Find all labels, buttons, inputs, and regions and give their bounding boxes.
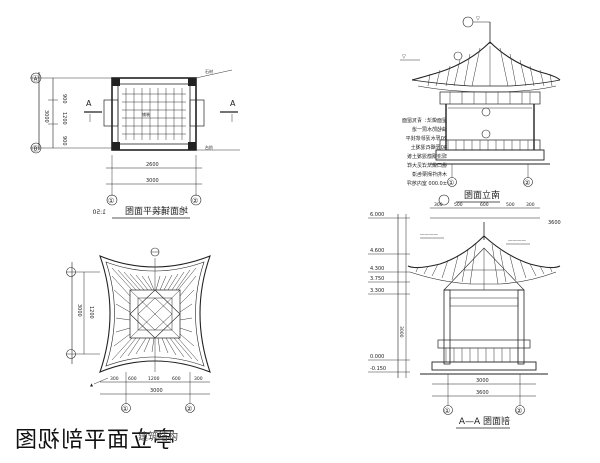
- section-mark-right: A: [230, 99, 236, 108]
- grid-bubble: [443, 405, 453, 415]
- section-top-dim: 500: [454, 202, 463, 208]
- level-label: 3.750: [370, 276, 384, 282]
- svg-text:————: ————: [508, 239, 527, 244]
- roof-grid-label: ②: [186, 405, 192, 413]
- section-grid-label: ①: [444, 407, 450, 415]
- plan-side-dim: 1200: [61, 112, 67, 125]
- section-overall-top: 3600: [548, 220, 561, 226]
- svg-text:▽: ▽: [476, 16, 480, 22]
- svg-text:3000: 3000: [398, 326, 404, 338]
- level-markers: 6.000 4.600 4.300 3.750 3.300 0.000 -0.1…: [368, 212, 410, 373]
- grid-bubble: [30, 142, 42, 154]
- grid-bubble: [66, 267, 76, 277]
- level-label: 4.300: [370, 266, 384, 272]
- plan-view-title: 地面铺装平面图: [125, 205, 188, 217]
- grid-bubble: [523, 177, 533, 187]
- plan-grid-label: Ⓐ: [32, 75, 39, 83]
- section-overall-dim: 3600: [476, 390, 489, 396]
- grid-bubble: [121, 403, 131, 413]
- svg-text:台阶: 台阶: [205, 144, 213, 150]
- watermark: 建筑结构: [138, 432, 178, 443]
- note-line: 20厚水泥砂浆找平: [406, 135, 447, 142]
- grid-bubble: [66, 349, 76, 359]
- roof-side-dim: 3000: [76, 304, 82, 317]
- roof-sub-dim: 600: [172, 376, 181, 382]
- section-top-dim: 300: [434, 202, 443, 208]
- roof-sub-dim: 1200: [148, 376, 160, 382]
- roof-sub-dim: 600: [128, 376, 137, 382]
- note-line: 油毡防水层一道: [412, 126, 447, 133]
- plan-view-scale: 1:50: [92, 209, 106, 216]
- roof-side-dim-inner: 1200: [88, 306, 94, 319]
- elev-grid-label: ①: [448, 179, 454, 187]
- plan-inner-dim: 2600: [146, 162, 159, 168]
- roof-sub-dim: 300: [194, 376, 203, 382]
- roof-tiles: [427, 46, 553, 87]
- svg-text:铺装: 铺装: [142, 111, 150, 117]
- svg-text:————: ————: [420, 233, 439, 238]
- plan-overall-dim: 3000: [146, 178, 159, 184]
- note-line: 现浇钢筋混凝土板: [407, 153, 447, 160]
- level-label: -0.150: [370, 366, 386, 372]
- beam-pattern: [449, 92, 531, 104]
- roof-overall-dim: 3000: [150, 388, 163, 394]
- note-line: ±0.000 室内地坪: [407, 180, 447, 187]
- grid-bubble: [30, 72, 42, 84]
- section-top-dim: 500: [506, 202, 515, 208]
- section-title: 剖面图 A—A: [458, 415, 510, 427]
- section-bottom-dim: 3000: [476, 378, 489, 384]
- railing: [447, 140, 529, 150]
- grid-bubble: [447, 177, 457, 187]
- notes-block: 屋面做法：青瓦屋面 油毡防水层一道 20厚水泥砂浆找平 40厚细石混凝土 现浇钢…: [402, 117, 447, 187]
- section-railing: [445, 348, 519, 362]
- grid-bubble: [185, 403, 195, 413]
- elevation-title: 南立面图: [464, 189, 500, 201]
- section-grid-label: ②: [516, 407, 522, 415]
- svg-text:▲: ▲: [90, 382, 94, 387]
- section: 300 500 600 500 300 3600 6.000 4.600 4.3…: [368, 194, 561, 429]
- svg-text:石材: 石材: [205, 68, 213, 74]
- roof-sub-dim: 300: [110, 376, 119, 382]
- level-label: 4.600: [370, 248, 384, 254]
- note-line: 檐口做法详见大样: [407, 162, 447, 169]
- level-label: 3.300: [370, 288, 384, 294]
- grid-bubble: [190, 194, 202, 206]
- note-line: 屋面做法：青瓦屋面: [402, 117, 447, 124]
- roof-grid-label: ①: [122, 405, 128, 413]
- level-label: 0.000: [370, 354, 384, 360]
- note-line: 木构件刷栗色漆: [412, 171, 447, 178]
- plan-overall-dim-vertical: 3000: [43, 110, 49, 123]
- svg-text:▽: ▽: [402, 54, 406, 60]
- plan-side-dim: 900: [61, 94, 67, 104]
- section-top-dim: 600: [480, 202, 489, 208]
- plan-grid-label: Ⓑ: [32, 145, 39, 153]
- paving-grid: [122, 88, 186, 140]
- grid-bubble: [515, 405, 525, 415]
- plan-grid-label: ②: [192, 197, 198, 205]
- elevation: ▽: [400, 16, 561, 203]
- plan-grid-label: ①: [108, 197, 114, 205]
- roof-rafters: [111, 267, 199, 362]
- note-line: 40厚细石混凝土: [411, 144, 447, 151]
- section-top-dim: 300: [526, 202, 535, 208]
- plan-view: 900 1200 900 3000 Ⓐ Ⓑ A A: [30, 68, 240, 219]
- level-label: 6.000: [370, 212, 384, 218]
- plan-side-dim: 900: [61, 136, 67, 146]
- section-mark-left: A: [86, 99, 92, 108]
- roof-plan: 3000 1200: [66, 247, 211, 413]
- grid-bubble: [106, 194, 118, 206]
- section-rafters: [415, 243, 553, 285]
- elev-grid-label: ②: [524, 179, 530, 187]
